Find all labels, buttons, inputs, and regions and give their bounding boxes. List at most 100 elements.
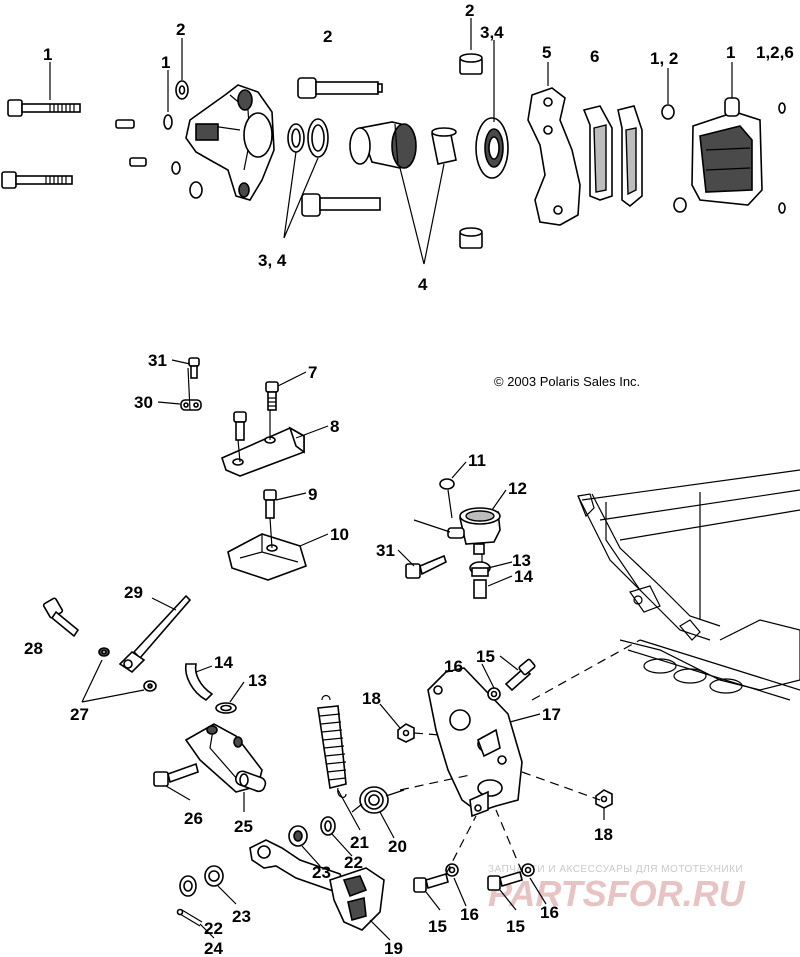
callout-22: 22 [344,853,363,872]
hose-14b [184,663,237,714]
brake-pad-outer [617,105,643,208]
reservoir-12 [447,507,501,555]
callout-10: 10 [330,525,349,544]
callout-2: 2 [176,20,185,39]
callout-25: 25 [234,817,253,836]
nut-18b [595,789,613,809]
callout-23: 23 [232,907,251,926]
callout-15: 15 [476,647,495,666]
bolt-15b [413,872,449,893]
reservoir-group [405,478,501,599]
callout-labels: 1 2 1 2 2 3,4 5 6 1, 2 1 1,2,6 3, 4 4 31… [24,1,794,957]
nut-30 [180,399,202,411]
clip [778,102,786,114]
callout-13: 13 [248,671,267,690]
callout-22: 22 [204,919,223,938]
callout-9: 9 [308,485,317,504]
callout-11: 11 [468,451,486,470]
callout-1-2-6: 1,2,6 [756,43,794,62]
callout-19: 19 [384,939,403,957]
callout-5: 5 [542,43,551,62]
piston-insulator [431,127,457,165]
callout-20: 20 [388,837,407,856]
callout-24: 24 [204,939,223,957]
pin-bushing [661,104,675,120]
torsion-spring-20 [351,786,405,814]
hose-14a [473,579,487,599]
reservoir-leader-lines [397,461,513,587]
bolt-15a [504,658,536,692]
callout-6: 6 [590,47,599,66]
vehicle-frame [577,469,800,701]
callout-13: 13 [512,551,531,570]
cotter-pin-24 [176,908,203,927]
caliper-assembly [1,53,786,249]
callout-14: 14 [514,567,533,586]
callout-28: 28 [24,639,43,658]
callout-18: 18 [362,689,381,708]
clamp-13a [469,561,491,577]
callout-27: 27 [70,705,89,724]
clamp-8 [221,426,305,477]
bolt-7b [233,411,247,441]
nut-11 [439,478,455,490]
caliper-piston [349,121,417,169]
callout-30: 30 [134,393,153,412]
callout-15: 15 [428,917,447,936]
bolt-7 [265,381,279,411]
mount-leader-lines [157,359,329,549]
callout-17: 17 [542,705,561,724]
watermark-logo: PARTSFOR.RU [488,873,746,914]
master-cylinder-mount-group [180,357,307,581]
bleeder-screw [115,119,147,167]
washer [189,181,203,199]
bushing-upper [459,53,483,75]
callout-1: 1 [726,43,735,62]
plate-leader-lines [379,655,605,911]
bushing-23a [288,825,308,847]
bushing-lower [459,227,483,249]
copyright-notice: © 2003 Polaris Sales Inc. [494,374,640,389]
callout-16: 16 [460,905,479,924]
callout-1: 1 [43,45,52,64]
callout-21: 21 [350,833,369,852]
spring-leader-lines [301,789,395,867]
callout-3-4: 3, 4 [258,251,287,270]
bolt-28 [42,597,80,638]
callout-1: 1 [161,53,170,72]
brake-pedal-19 [249,839,385,931]
mount-plate-17 [427,667,523,818]
callout-12: 12 [508,479,527,498]
bolt-15c [487,870,523,891]
callout-7: 7 [308,363,317,382]
callout-26: 26 [184,809,203,828]
callout-29: 29 [124,583,143,602]
callout-15: 15 [506,917,525,936]
pin-bushing [673,197,687,213]
washer [163,114,173,130]
caliper-outer-housing [691,97,763,206]
callout-14: 14 [214,653,233,672]
caliper-pin-upper [297,77,383,99]
callout-16: 16 [444,657,463,676]
callout-8: 8 [330,417,339,436]
caliper-boot [475,117,509,179]
clip [778,202,786,214]
master-cylinder-25 [184,723,267,793]
watermark-tagline: ЗАПЧАСТИ И АКСЕССУАРЫ ДЛЯ МОТОТЕХНИКИ [488,864,743,875]
plate-dashed-lines [399,639,641,875]
caliper-body [185,84,275,201]
nut-18a [397,723,415,743]
callout-23: 23 [312,863,331,882]
callout-16: 16 [540,903,559,922]
top-leader-lines [49,18,733,265]
bolt-26 [153,762,199,787]
callout-31: 31 [376,541,395,560]
caliper-bolt-upper [7,99,81,117]
callout-2: 2 [465,1,474,20]
washer [171,161,181,175]
bracket-10 [227,533,307,581]
callout-2: 2 [323,27,332,46]
callout-18: 18 [594,825,613,844]
